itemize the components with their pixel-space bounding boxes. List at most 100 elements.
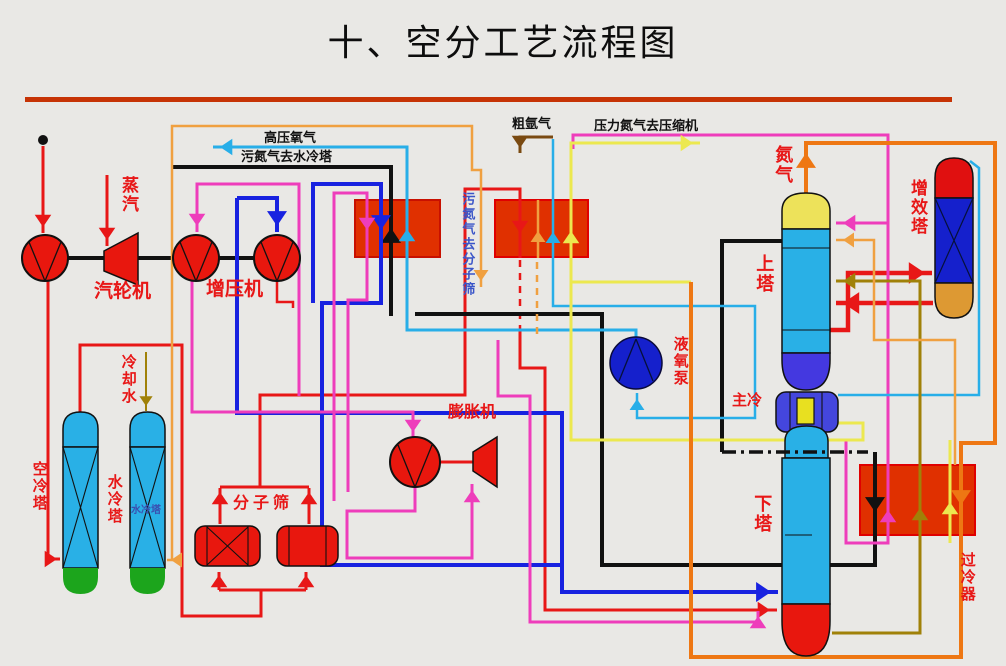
pipe-comp2-to-expander-arrow xyxy=(404,419,422,432)
pipe-nitrogen-product xyxy=(689,141,997,659)
water-cooling-tower-x2 xyxy=(129,446,166,569)
pipe-crude-argon-arrow xyxy=(511,135,529,148)
pipe-blue-to-lower-col-arrow xyxy=(756,582,771,602)
pipe-hp-oxygen-arrow xyxy=(220,138,233,156)
hx-subcooler xyxy=(859,464,976,536)
booster1-vane2 xyxy=(195,241,213,282)
booster1-vane1 xyxy=(179,241,197,282)
pipe-waste-n2-sandy-arrow xyxy=(171,552,182,568)
pipe-pink-ut-branch-arrow xyxy=(843,214,856,232)
label-argon-tower: 增效塔 xyxy=(908,179,928,236)
pipe-sieve-out-right-arrow xyxy=(300,492,318,505)
label-pressure-n2: 压力氮气去压缩机 xyxy=(594,118,699,133)
label-nitrogen: 氮气 xyxy=(773,145,794,185)
pipe-hp-oxygen-arrow xyxy=(398,229,416,242)
pipe-khaki-ut xyxy=(832,279,922,635)
pipe-black-loop xyxy=(415,312,877,567)
label-subcooler: 过冷器 xyxy=(958,552,975,603)
booster2-vane1 xyxy=(260,241,278,282)
pipe-sandy-exch2-arrow xyxy=(530,231,546,242)
pipe-nitrogen-product-arrow xyxy=(951,490,971,505)
pipe-cooling-water-arrow xyxy=(139,396,153,406)
label-water-tower-small: 水冷塔 xyxy=(131,505,161,516)
booster-stage-2 xyxy=(253,234,301,282)
water-cooling-tower-dome xyxy=(129,411,166,448)
label-upper-column: 上塔 xyxy=(754,254,775,294)
label-lower-column: 下塔 xyxy=(752,494,773,534)
label-molecular-sieve: 分 子 筛 xyxy=(233,495,290,512)
label-expander: 膨胀机 xyxy=(448,404,497,421)
pipe-blue-to-lower-col xyxy=(235,198,778,594)
pipe-steam-arrow xyxy=(98,227,116,240)
pipe-waste-n2-black-arrow xyxy=(381,228,401,243)
pipe-comp3-inlet-arrow xyxy=(267,211,287,226)
mole-sieve-a-x2 xyxy=(206,526,249,566)
label-main-condenser: 主冷 xyxy=(732,393,763,409)
expander-vane1 xyxy=(397,444,416,488)
pipe-pink-exch1-arrow xyxy=(358,217,376,230)
expander xyxy=(389,436,441,488)
pipe-expander-out xyxy=(345,484,474,560)
hx-main-exchanger-2 xyxy=(494,199,589,258)
pipe-n2-main-yellow-arrow xyxy=(562,231,580,244)
pipe-air-to-lower-col-arrow xyxy=(757,601,770,619)
pipe-comp1-to-act-arrow xyxy=(44,550,57,568)
air-compressor-vane2 xyxy=(44,241,62,282)
pipe-air-to-exch2-arrow xyxy=(511,220,529,233)
label-waste-n2-to-wct: 污氮气去水冷塔 xyxy=(241,149,333,164)
pipe-black-loop-arrow xyxy=(865,497,885,512)
pipe-n2-main-yellow xyxy=(569,141,865,442)
pipe-sieve-out-left-arrow xyxy=(211,492,229,505)
lower-column-neck xyxy=(784,425,829,459)
pipe-waste-n2-sandy-arrow xyxy=(473,270,489,281)
pipe-n2-main-yellow-arrow xyxy=(680,134,693,152)
pipe-pink-upper-col xyxy=(571,133,890,545)
label-hp-oxygen: 高压氧气 xyxy=(264,130,317,145)
pipe-sandy-ut-in xyxy=(836,238,957,465)
pipe-sieve-feed-left-arrow xyxy=(210,575,228,588)
air-compressor xyxy=(21,234,69,282)
pipe-argon-tower-cyan xyxy=(838,160,981,397)
pipe-pink-to-lower-col-arrow xyxy=(749,616,767,629)
mole-sieve-b xyxy=(276,525,339,567)
argon-tower-sump xyxy=(934,282,974,319)
pipe-sandy-ut-in-arrow xyxy=(843,232,854,248)
pipe-hp-oxygen xyxy=(213,145,638,340)
pipe-nitrogen-product-arrow xyxy=(796,153,816,168)
argon-tower-x2 xyxy=(934,197,974,284)
title-rule xyxy=(25,97,952,102)
air-cooling-tower-sump xyxy=(63,568,98,594)
pipe-pink-exch1 xyxy=(332,191,369,501)
pipe-blue-exch1-arrow xyxy=(371,215,391,230)
lox-pump-vane1b xyxy=(618,338,637,382)
label-crude-argon: 粗氩气 xyxy=(512,116,552,131)
label-lox-pump: 液氧泵 xyxy=(671,336,688,387)
page-title: 十、空分工艺流程图 xyxy=(327,23,679,63)
pipe-ut-to-argon-tower-arrow xyxy=(908,262,925,284)
pipe-act-to-sieve xyxy=(78,343,263,618)
upper-column-body xyxy=(781,228,831,354)
pipe-pump-suction-arrow xyxy=(545,232,561,243)
pipe-yellow-subcooler-arrow xyxy=(941,502,959,515)
pipe-comp3-drain xyxy=(275,281,295,308)
expander-vane2 xyxy=(414,444,433,488)
pipe-comp2-inlet xyxy=(195,182,301,396)
booster-stage-1 xyxy=(172,234,220,282)
main-condenser-core xyxy=(796,397,815,425)
pipe-sieve-feed-right-arrow xyxy=(297,575,315,588)
argon-tower-dome xyxy=(934,157,974,199)
upper-column-dome xyxy=(781,192,831,230)
pipe-argon-tower-to-ut-arrow xyxy=(843,292,860,314)
lower-column-sump xyxy=(781,603,831,657)
upper-column-bottom xyxy=(781,352,831,391)
pipe-air-to-lower-col xyxy=(518,330,777,612)
hx-main-exchanger-1 xyxy=(354,199,441,258)
lox-pump xyxy=(609,336,663,390)
label-air-cooling-tower: 空冷塔 xyxy=(30,461,47,512)
label-steam-turbine: 汽轮机 xyxy=(94,281,152,302)
air-cooling-tower-x2 xyxy=(62,446,99,569)
intake-dot xyxy=(38,135,48,145)
pipe-waste-n2-black xyxy=(172,165,393,316)
